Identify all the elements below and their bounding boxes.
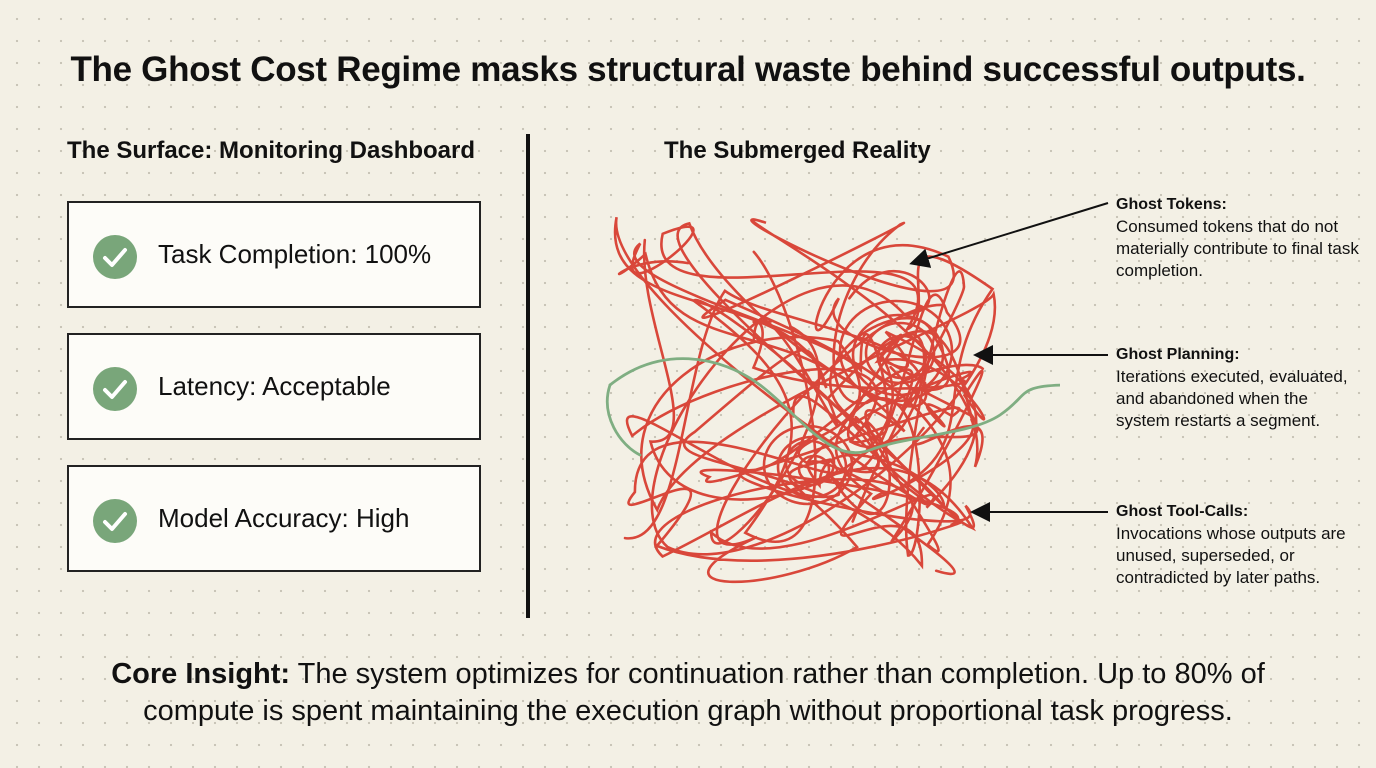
- insight-text: The system optimizes for continuation ra…: [143, 658, 1265, 727]
- ghost-tokens-arrow: [909, 202, 1109, 268]
- callout-ghost-planning: Ghost Planning: Iterations executed, eva…: [1116, 344, 1366, 432]
- check-icon: [93, 499, 137, 543]
- callout-text: Consumed tokens that do not materially c…: [1116, 217, 1359, 280]
- metric-card-task-completion: Task Completion: 100%: [67, 201, 481, 308]
- metric-label: Latency: Acceptable: [158, 371, 391, 401]
- callout-title: Ghost Planning:: [1116, 346, 1240, 363]
- metric-card-model-accuracy: Model Accuracy: High: [67, 465, 481, 572]
- insight-lead: Core Insight:: [111, 658, 291, 690]
- successful-path-start: [605, 383, 642, 457]
- callout-title: Ghost Tool-Calls:: [1116, 503, 1249, 520]
- successful-path-line: [608, 357, 1060, 455]
- page-title: The Ghost Cost Regime masks structural w…: [70, 50, 1306, 89]
- metric-card-latency: Latency: Acceptable: [67, 333, 481, 440]
- tangle-stroke: [640, 269, 997, 556]
- divider: [526, 134, 530, 618]
- metric-label: Task Completion: 100%: [158, 239, 432, 269]
- surface-heading: The Surface: Monitoring Dashboard: [67, 137, 476, 164]
- callout-text: Invocations whose outputs are unused, su…: [1116, 524, 1346, 587]
- reality-heading: The Submerged Reality: [664, 137, 931, 164]
- ghost-tool-call-loops: [762, 424, 854, 506]
- metric-label: Model Accuracy: High: [158, 503, 410, 533]
- callout-ghost-tool-calls: Ghost Tool-Calls: Invocations whose outp…: [1116, 501, 1366, 589]
- ghost-planning-loops: [838, 299, 954, 403]
- callout-ghost-tokens: Ghost Tokens: Consumed tokens that do no…: [1116, 194, 1366, 282]
- tangle-illustration: [605, 216, 1060, 584]
- check-icon: [93, 367, 137, 411]
- callout-text: Iterations executed, evaluated, and aban…: [1116, 367, 1348, 430]
- core-insight: Core Insight: The system optimizes for c…: [70, 656, 1306, 730]
- callout-title: Ghost Tokens:: [1116, 196, 1227, 213]
- check-icon: [93, 235, 137, 279]
